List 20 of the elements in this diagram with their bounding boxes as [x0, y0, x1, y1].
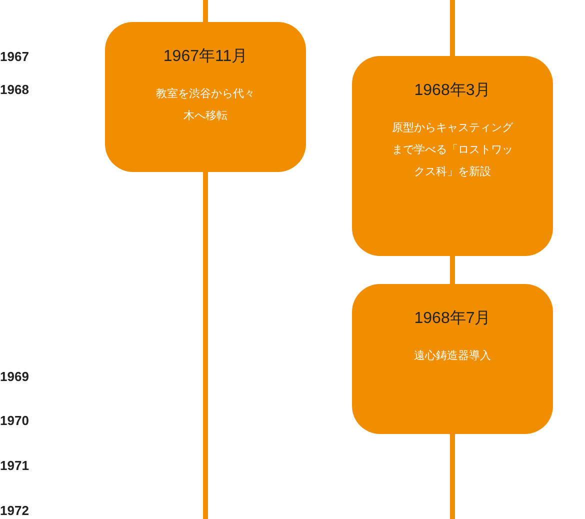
event-card [352, 284, 553, 434]
timeline-line [450, 0, 455, 56]
timeline-line [450, 256, 455, 284]
event-date: 1968年3月 [414, 81, 491, 101]
event-card [352, 56, 553, 256]
event-card [105, 22, 306, 172]
event-description: 教室を渋谷から代々木へ移転 [156, 86, 256, 124]
event-date: 1968年7月 [414, 309, 491, 329]
year-label: 1968 [0, 82, 29, 97]
year-label: 1969 [0, 369, 29, 384]
year-label: 1971 [0, 458, 29, 473]
timeline-line [450, 434, 455, 519]
year-label: 1970 [0, 413, 29, 428]
event-description: 遠心鋳造器導入 [413, 348, 492, 364]
event-description: 原型からキャスティングまで学べる「ロストワックス科」を新設 [391, 120, 514, 180]
timeline-line [203, 0, 208, 22]
year-label: 1967 [0, 49, 29, 64]
year-label: 1972 [0, 503, 29, 518]
event-date: 1967年11月 [163, 47, 248, 67]
timeline-line [203, 172, 208, 519]
